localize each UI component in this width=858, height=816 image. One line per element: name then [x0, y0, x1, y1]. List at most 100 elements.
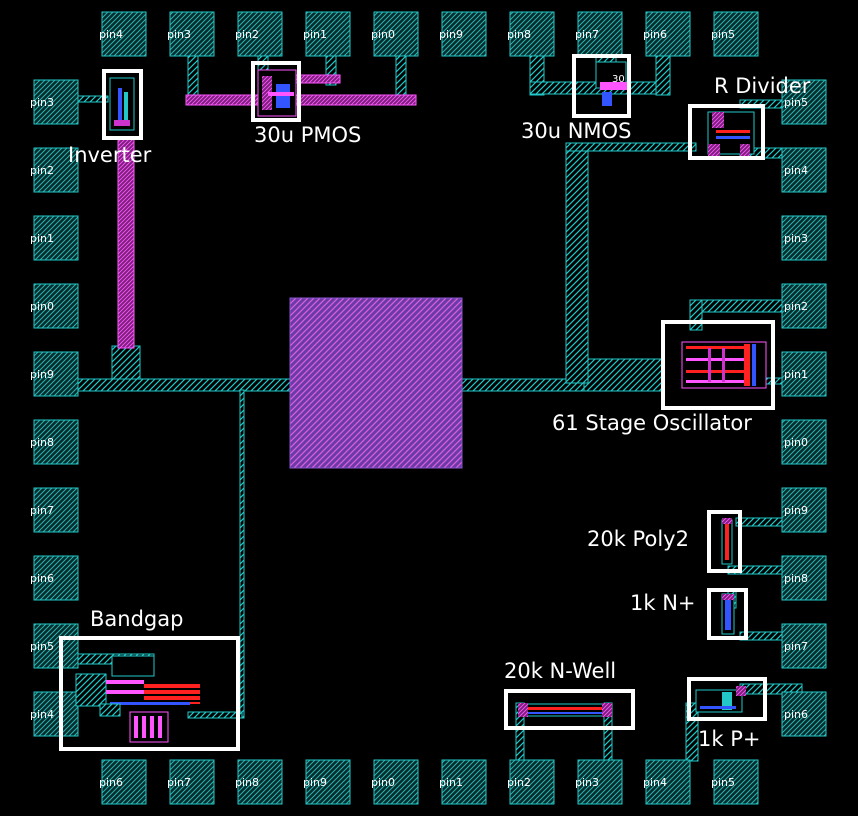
- pad-label: pin0: [784, 436, 808, 449]
- pad-label: pin9: [439, 28, 463, 41]
- pad: pin1: [439, 759, 487, 805]
- r-divider-device: [707, 111, 755, 156]
- center-block: [289, 297, 463, 469]
- pad-label: pin1: [784, 368, 808, 381]
- nplus-label: 1k N+: [630, 591, 696, 615]
- pad: pin7: [781, 623, 827, 669]
- bandgap-label: Bandgap: [90, 607, 183, 631]
- pad-label: pin5: [711, 28, 735, 41]
- pad-label: pin6: [643, 28, 667, 41]
- poly-route: [117, 137, 135, 349]
- pad: pin2: [507, 759, 555, 805]
- pplus-box: [687, 677, 767, 721]
- nmos-width-label: 30: [612, 74, 625, 85]
- pad-label: pin7: [167, 776, 191, 789]
- poly2-label: 20k Poly2: [587, 527, 689, 551]
- pad: pin5: [781, 79, 827, 125]
- oscillator-label: 61 Stage Oscillator: [552, 411, 752, 435]
- pad-label: pin1: [439, 776, 463, 789]
- pad: pin2: [781, 283, 827, 329]
- pad: pin4: [781, 147, 827, 193]
- pads-bottom: pin6 pin7 pin8 pin9 pin0 pin1 pin2 pin3 …: [99, 759, 759, 805]
- pad-label: pin4: [784, 164, 808, 177]
- pad-label: pin0: [371, 776, 395, 789]
- inverter-label: Inverter: [68, 143, 152, 167]
- poly2-box: [707, 510, 742, 573]
- pad-label: pin3: [30, 96, 54, 109]
- pad-label: pin7: [575, 28, 599, 41]
- pad-label: pin3: [784, 232, 808, 245]
- pad-label: pin5: [784, 96, 808, 109]
- pad-label: pin8: [784, 572, 808, 585]
- pad: pin1: [30, 215, 79, 261]
- pad-label: pin7: [30, 504, 54, 517]
- pad: pin6: [643, 11, 691, 57]
- pad-label: pin4: [30, 708, 54, 721]
- pad: pin5: [711, 11, 759, 57]
- pad: pin5: [711, 759, 759, 805]
- pad: pin4: [30, 691, 79, 737]
- pad: pin8: [781, 555, 827, 601]
- pad: pin2: [30, 147, 79, 193]
- pad: pin3: [575, 759, 623, 805]
- pad: pin3: [781, 215, 827, 261]
- nmos-device: 30: [595, 61, 628, 106]
- pmos-label: 30u PMOS: [254, 123, 361, 147]
- poly2-resistor: [721, 518, 733, 565]
- pad-label: pin0: [30, 300, 54, 313]
- nwell-resistor: [518, 703, 612, 717]
- pad-label: pin6: [99, 776, 123, 789]
- r-divider-label: R Divider: [714, 74, 811, 98]
- nwell-box: [504, 689, 635, 730]
- pad: pin2: [235, 11, 283, 57]
- pad: pin0: [371, 759, 419, 805]
- pads-top: pin4 pin3 pin2 pin1 pin0 pin9 pin8 pin7 …: [99, 11, 759, 57]
- pad-label: pin3: [167, 28, 191, 41]
- pad: pin0: [30, 283, 79, 329]
- highlight-boxes: [59, 54, 775, 751]
- pad-label: pin2: [235, 28, 259, 41]
- oscillator-device: [681, 341, 767, 389]
- pad: pin3: [167, 11, 215, 57]
- pplus-label: 1k P+: [698, 727, 760, 751]
- pad: pin7: [30, 487, 79, 533]
- pad-label: pin8: [30, 436, 54, 449]
- pad-label: pin5: [30, 640, 54, 653]
- pad: pin4: [643, 759, 691, 805]
- pad: pin6: [781, 691, 827, 737]
- pad-label: pin6: [784, 708, 808, 721]
- oscillator-box: [661, 320, 775, 410]
- bandgap-device: [75, 655, 200, 743]
- pad: pin0: [371, 11, 419, 57]
- nwell-label: 20k N-Well: [504, 659, 616, 683]
- pad: pin5: [30, 623, 79, 669]
- pad-label: pin0: [371, 28, 395, 41]
- nplus-box: [707, 588, 748, 640]
- inverter-box: [102, 69, 143, 140]
- nmos-box: [572, 54, 631, 118]
- pad: pin9: [303, 759, 351, 805]
- pplus-resistor: [695, 686, 746, 713]
- pad: pin8: [235, 759, 283, 805]
- pad-label: pin8: [507, 28, 531, 41]
- pad: pin9: [781, 487, 827, 533]
- pad: pin8: [507, 11, 555, 57]
- pad-label: pin6: [30, 572, 54, 585]
- pad-label: pin7: [784, 640, 808, 653]
- pad-label: pin1: [30, 232, 54, 245]
- pad-label: pin9: [303, 776, 327, 789]
- pad-label: pin1: [303, 28, 327, 41]
- pad: pin7: [575, 11, 623, 57]
- pad-label: pin4: [643, 776, 667, 789]
- pad: pin1: [781, 351, 827, 397]
- bandgap-box: [59, 636, 240, 751]
- pad-label: pin2: [30, 164, 54, 177]
- pad: pin6: [99, 759, 147, 805]
- pad-label: pin9: [784, 504, 808, 517]
- pad: pin1: [303, 11, 351, 57]
- pad-label: pin2: [784, 300, 808, 313]
- pad-label: pin2: [507, 776, 531, 789]
- pads-left: pin3 pin2 pin1 pin0 pin9 pin8 pin7 pin6 …: [30, 79, 79, 737]
- pmos-device: [257, 69, 297, 117]
